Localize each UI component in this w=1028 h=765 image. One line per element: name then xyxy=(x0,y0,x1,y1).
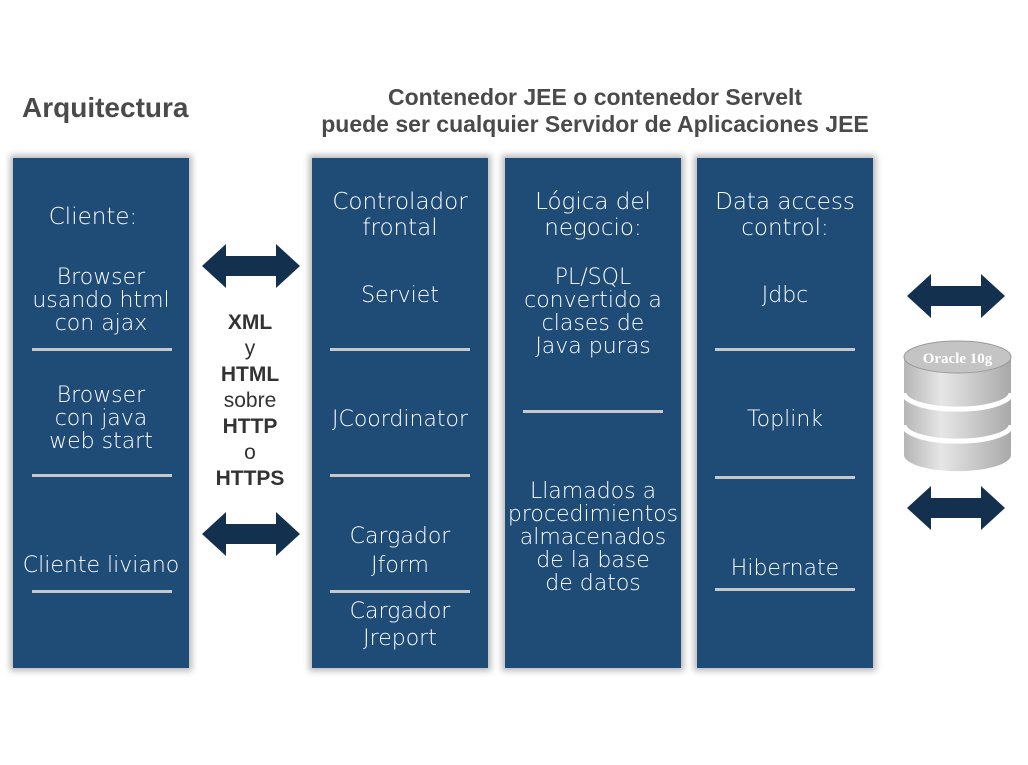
front-controller-heading: Controlador frontal xyxy=(312,189,488,241)
separator xyxy=(523,410,663,413)
line: de datos xyxy=(545,571,641,596)
container-title-line-1: Contenedor JEE o contenedor Servelt xyxy=(387,84,803,110)
data-access-column: Data access control: Jdbc Toplink Hibern… xyxy=(697,158,873,668)
front-controller-column: Controlador frontal Serviet JCoordinator… xyxy=(312,158,488,668)
line: Jreport xyxy=(363,626,437,651)
line: Java puras xyxy=(535,334,651,359)
double-arrow-icon xyxy=(202,244,300,288)
container-title-line-2: puede ser cualquier Servidor de Aplicaci… xyxy=(321,111,869,137)
controller-item-serviet: Serviet xyxy=(361,283,439,308)
line: PL/SQL xyxy=(554,265,632,290)
client-item-browser-ajax: Browser usando html con ajax xyxy=(13,266,189,335)
line: Controlador xyxy=(332,189,468,215)
line: con ajax xyxy=(54,311,148,336)
line: web start xyxy=(49,429,153,454)
logic-item-plsql: PL/SQL convertido a clases de Java puras xyxy=(505,266,681,358)
separator xyxy=(715,588,855,591)
separator xyxy=(330,474,470,477)
controller-item-cargador-jreport: Cargador Jreport xyxy=(312,600,488,650)
line: de la base xyxy=(536,548,650,573)
client-column: Cliente: Browser usando html con ajax Br… xyxy=(13,158,189,668)
double-arrow-icon xyxy=(202,512,300,556)
line: Cargador xyxy=(349,524,451,549)
controller-item-cargador-jform: Cargador Jform xyxy=(312,525,488,577)
protocol-label: XML y HTML sobre HTTP o HTTPS xyxy=(205,310,295,492)
data-access-heading: Data access control: xyxy=(697,189,873,241)
client-item-browser-webstart: Browser con java web start xyxy=(13,384,189,453)
line: Jform xyxy=(371,553,429,578)
protocol-sobre: sobre xyxy=(223,389,277,412)
protocol-xml: XML xyxy=(227,311,273,334)
separator xyxy=(32,474,172,477)
protocol-html: HTML xyxy=(220,363,280,386)
line: Browser xyxy=(56,383,146,408)
line: negocio: xyxy=(544,215,642,241)
protocol-http: HTTP xyxy=(222,415,278,438)
line: con java xyxy=(54,406,148,431)
architecture-title: Arquitectura xyxy=(22,92,189,123)
logic-item-stored-procedures: Llamados a procedimientos almacenados de… xyxy=(505,480,681,595)
line: usando html xyxy=(32,288,170,313)
client-item-thin: Cliente liviano xyxy=(22,553,180,578)
separator xyxy=(715,476,855,479)
client-heading: Cliente: xyxy=(48,204,138,230)
protocol-o: o xyxy=(244,441,256,464)
protocol-y: y xyxy=(244,337,256,360)
line: procedimientos xyxy=(507,502,679,527)
data-item-hibernate: Hibernate xyxy=(730,556,840,581)
separator xyxy=(32,590,172,593)
line: control: xyxy=(741,215,829,241)
line: convertido a xyxy=(524,288,662,313)
business-logic-column: Lógica del negocio: PL/SQL convertido a … xyxy=(505,158,681,668)
line: frontal xyxy=(362,215,438,241)
line: Browser xyxy=(56,265,146,290)
line: Data access xyxy=(715,189,855,215)
controller-item-jcoordinator: JCoordinator xyxy=(331,407,469,432)
separator xyxy=(32,348,172,351)
data-item-jdbc: Jdbc xyxy=(761,283,809,308)
separator xyxy=(715,348,855,351)
line: clases de xyxy=(541,311,645,336)
database-icon: Oracle 10g xyxy=(901,340,1014,472)
double-arrow-icon xyxy=(907,274,1005,318)
line: Cargador xyxy=(349,599,451,624)
container-title: Contenedor JEE o contenedor Servelt pued… xyxy=(290,84,900,138)
business-logic-heading: Lógica del negocio: xyxy=(505,189,681,241)
protocol-https: HTTPS xyxy=(215,467,285,490)
separator xyxy=(330,590,470,593)
line: almacenados xyxy=(519,525,667,550)
line: Llamados a xyxy=(529,479,657,504)
database-label: Oracle 10g xyxy=(923,351,993,367)
separator xyxy=(330,348,470,351)
data-item-toplink: Toplink xyxy=(746,407,824,432)
double-arrow-icon xyxy=(907,486,1005,530)
line: Lógica del xyxy=(535,189,651,215)
